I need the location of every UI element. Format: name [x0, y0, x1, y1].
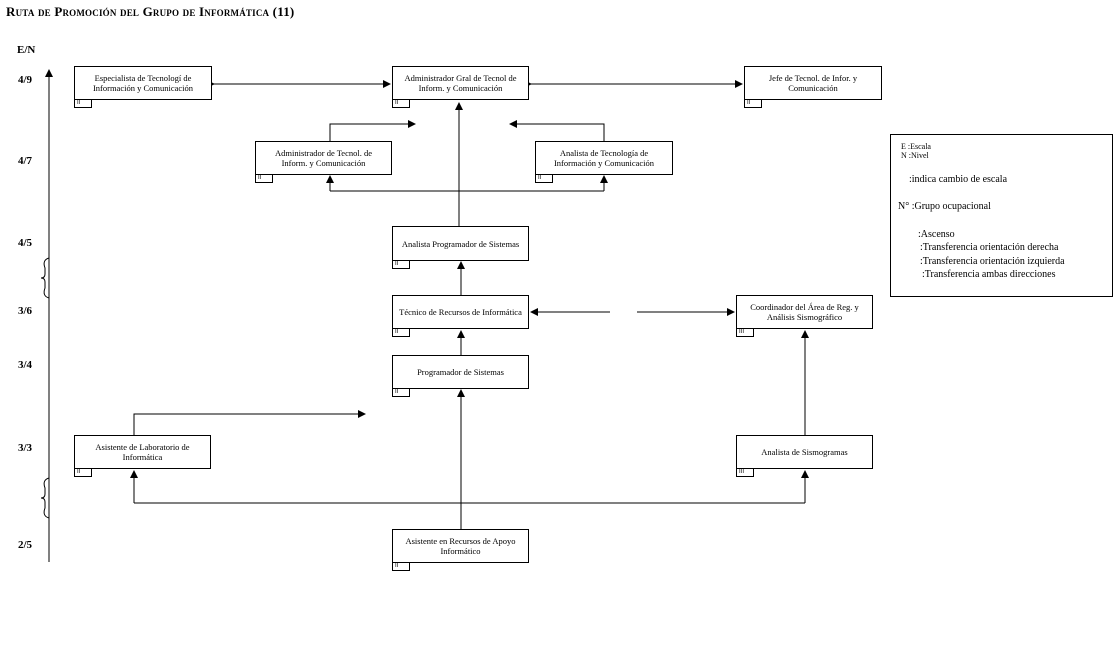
position-label: Asistente de Laboratorio de Informática	[95, 442, 190, 462]
group-tag: II	[744, 99, 762, 108]
level-label: 2/5	[18, 539, 33, 551]
level-label: 3/4	[18, 359, 33, 371]
group-tag: II	[255, 174, 273, 183]
position-label: Analista de Tecnología de Información y …	[553, 148, 655, 168]
level-label: 4/7	[18, 155, 33, 167]
group-tag: II	[74, 99, 92, 108]
position-box-especialista: Especialista de Tecnologí de Información…	[74, 66, 212, 100]
position-box-analista-programador: Analista Programador de Sistemas	[392, 226, 529, 261]
position-label: Programador de Sistemas	[417, 367, 504, 377]
level-label: 4/9	[18, 74, 33, 86]
legend-panel	[890, 134, 1113, 297]
position-label: Especialista de Tecnologí de Información…	[92, 73, 194, 93]
legend-nivel: N :Nivel	[901, 151, 929, 160]
position-box-analista-tecnologia: Analista de Tecnología de Información y …	[535, 141, 673, 175]
position-box-jefe: Jefe de Tecnol. de Infor. y Comunicación	[744, 66, 882, 100]
legend-escala: E :Escala	[901, 142, 931, 151]
legend-brace-text: :indica cambio de escala	[909, 174, 1008, 185]
legend-group-text: N° :Grupo ocupacional	[898, 201, 991, 212]
position-box-tecnico-recursos: Técnico de Recursos de Informática	[392, 295, 529, 329]
position-label: Coordinador del Área de Reg. y Análisis …	[750, 302, 859, 322]
position-box-analista-sismogramas: Analista de Sismogramas	[736, 435, 873, 469]
position-label: Jefe de Tecnol. de Infor. y Comunicación	[768, 73, 858, 93]
level-label: 3/3	[18, 442, 33, 454]
group-tag: III	[736, 328, 754, 337]
position-label: Técnico de Recursos de Informática	[399, 307, 522, 317]
position-label: Asistente en Recursos de Apoyo Informáti…	[405, 536, 516, 556]
scale-brace-icon	[40, 257, 50, 299]
group-tag: II	[74, 468, 92, 477]
axis-header: E/N	[17, 44, 36, 56]
position-label: Analista Programador de Sistemas	[401, 238, 520, 249]
group-tag: II	[392, 388, 410, 397]
group-tag: II	[535, 174, 553, 183]
group-tag: III	[736, 468, 754, 477]
group-tag: II	[392, 562, 410, 571]
legend-derecha: :Transferencia orientación derecha	[920, 242, 1059, 253]
group-tag: II	[392, 260, 410, 269]
level-label: 4/5	[18, 237, 33, 249]
group-tag: II	[392, 99, 410, 108]
position-label: Analista de Sismogramas	[761, 447, 848, 457]
position-box-asistente-recursos: Asistente en Recursos de Apoyo Informáti…	[392, 529, 529, 563]
group-tag: II	[392, 328, 410, 337]
position-box-programador: Programador de Sistemas	[392, 355, 529, 389]
level-label: 3/6	[18, 305, 33, 317]
legend-ascenso: :Ascenso	[918, 229, 955, 240]
position-label: Administrador de Tecnol. de Inform. y Co…	[275, 148, 372, 168]
scale-brace-icon	[40, 477, 50, 519]
position-box-admin-gral: Administrador Gral de Tecnol de Inform. …	[392, 66, 529, 100]
position-box-admin-tecnol: Administrador de Tecnol. de Inform. y Co…	[255, 141, 392, 175]
legend-ambas: :Transferencia ambas direcciones	[922, 269, 1056, 280]
position-label: Administrador Gral de Tecnol de Inform. …	[404, 73, 517, 93]
position-box-asistente-lab: Asistente de Laboratorio de Informática	[74, 435, 211, 469]
position-box-coordinador: Coordinador del Área de Reg. y Análisis …	[736, 295, 873, 329]
page-title: Ruta de Promoción del Grupo de Informáti…	[6, 4, 295, 19]
legend-izquierda: :Transferencia orientación izquierda	[920, 256, 1065, 267]
